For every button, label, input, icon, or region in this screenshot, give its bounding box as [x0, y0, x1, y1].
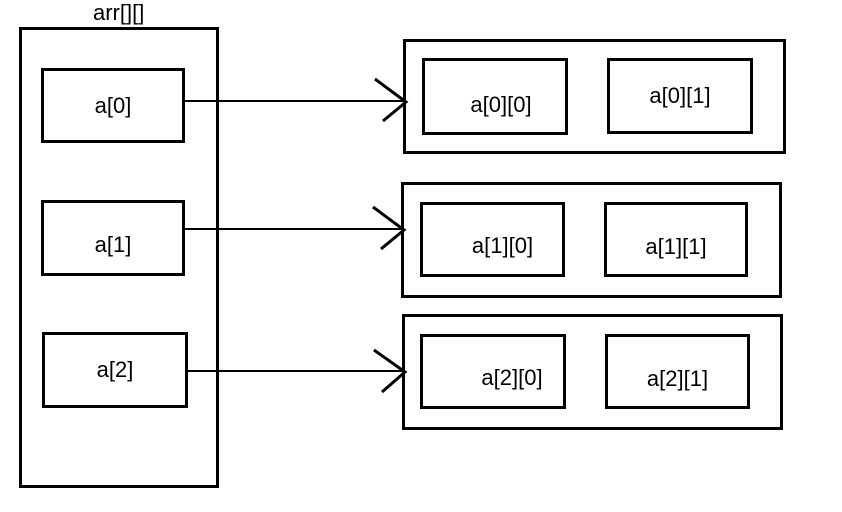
cell-a0-0: a[0][0] [422, 58, 568, 135]
pointer-box-a1: a[1] [41, 200, 185, 276]
arrow-a2-to-row2 [188, 348, 408, 394]
cell-a0-1: a[0][1] [607, 58, 753, 134]
cell-a2-0: a[2][0] [420, 334, 566, 409]
cell-a2-1: a[2][1] [605, 334, 750, 409]
cell-a1-1: a[1][1] [604, 202, 748, 277]
pointer-box-a0: a[0] [41, 68, 185, 143]
pointer-box-a2: a[2] [42, 332, 188, 408]
cell-a1-0: a[1][0] [420, 202, 565, 277]
array-title-label: arr[][] [93, 0, 145, 25]
